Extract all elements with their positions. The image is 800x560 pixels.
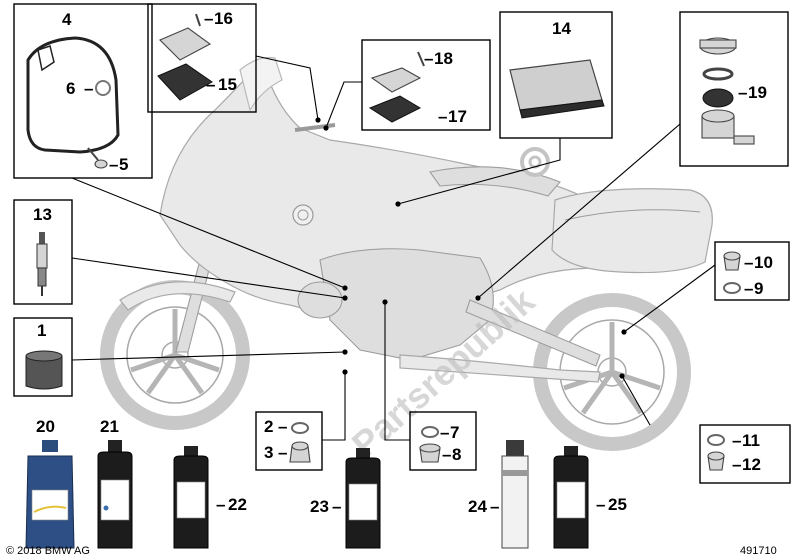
callout-box-14: 14 [499, 11, 613, 139]
part-number-9[interactable]: 9 [754, 279, 763, 298]
part-number-11[interactable]: 11 [742, 431, 760, 450]
callout-box-9-10: – 10 – 9 [714, 241, 790, 301]
svg-text:–: – [216, 495, 225, 514]
part-number-21[interactable]: 21 [100, 417, 119, 436]
svg-text:–: – [440, 423, 449, 442]
svg-text:–: – [424, 49, 433, 68]
svg-text:–: – [738, 83, 747, 102]
part-number-7[interactable]: 7 [450, 423, 459, 442]
part-number-15[interactable]: 15 [218, 75, 237, 94]
callout-box-17-18: – 18 – 17 [361, 39, 491, 131]
svg-text:–: – [490, 497, 499, 516]
svg-text:–: – [596, 495, 605, 514]
part-number-16[interactable]: 16 [214, 9, 233, 28]
svg-text:–: – [744, 279, 753, 298]
callout-box-13: 13 [13, 199, 73, 305]
part-number-20[interactable]: 20 [36, 417, 55, 436]
part-25-fluid-bottle: – 25 [553, 446, 627, 549]
callout-box-7-8: – 7 – 8 [409, 411, 477, 471]
svg-text:–: – [278, 417, 287, 436]
watermark-gear-icon [520, 147, 550, 177]
svg-text:–: – [206, 75, 215, 94]
part-23-fluid-bottle: 23 – [310, 448, 381, 549]
part-number-17[interactable]: 17 [448, 107, 467, 126]
part-number-5[interactable]: 5 [119, 155, 128, 174]
svg-text:–: – [732, 431, 741, 450]
leader-lines [71, 55, 716, 441]
part-number-12[interactable]: 12 [742, 455, 761, 474]
part-number-13[interactable]: 13 [33, 205, 52, 224]
svg-text:–: – [438, 107, 447, 126]
part-number-14[interactable]: 14 [552, 19, 571, 38]
callout-box-1: 1 [13, 317, 73, 397]
part-number-19[interactable]: 19 [748, 83, 767, 102]
part-number-6[interactable]: 6 [66, 79, 75, 98]
svg-text:–: – [744, 253, 753, 272]
part-number-10[interactable]: 10 [754, 253, 773, 272]
svg-text:–: – [204, 9, 213, 28]
svg-text:–: – [332, 497, 341, 516]
callout-box-19: – 19 [679, 11, 789, 167]
svg-text:–: – [84, 79, 93, 98]
callout-box-2-3: 2 – 3 – [255, 411, 323, 471]
svg-text:–: – [442, 445, 451, 464]
svg-text:–: – [732, 455, 741, 474]
copyright-text: © 2018 BMW AG [6, 545, 90, 557]
callout-box-4-5-6: 4 6 – – 5 [13, 3, 153, 179]
svg-text:–: – [109, 155, 118, 174]
diagram-number: 491710 [740, 545, 777, 557]
part-number-22[interactable]: 22 [228, 495, 247, 514]
callout-box-15-16: – 16 – 15 [147, 3, 257, 113]
part-number-24[interactable]: 24 [468, 497, 487, 516]
callout-dots [315, 117, 627, 379]
part-number-18[interactable]: 18 [434, 49, 453, 68]
part-21-fluid-bottle: 21 [97, 417, 133, 549]
motorcycle-illustration [100, 56, 713, 451]
part-number-25[interactable]: 25 [608, 495, 627, 514]
part-number-23[interactable]: 23 [310, 497, 329, 516]
part-20-engine-oil: 20 [25, 417, 75, 549]
part-22-fluid-bottle: – 22 [173, 446, 247, 549]
part-number-3[interactable]: 3 [264, 443, 273, 462]
part-24-spray-can: 24 – [468, 440, 529, 549]
part-number-2[interactable]: 2 [264, 417, 273, 436]
part-number-1[interactable]: 1 [37, 321, 46, 340]
callout-box-11-12: – 11 – 12 [699, 424, 791, 484]
part-number-4[interactable]: 4 [62, 10, 72, 29]
part-number-8[interactable]: 8 [452, 445, 461, 464]
svg-text:–: – [278, 443, 287, 462]
